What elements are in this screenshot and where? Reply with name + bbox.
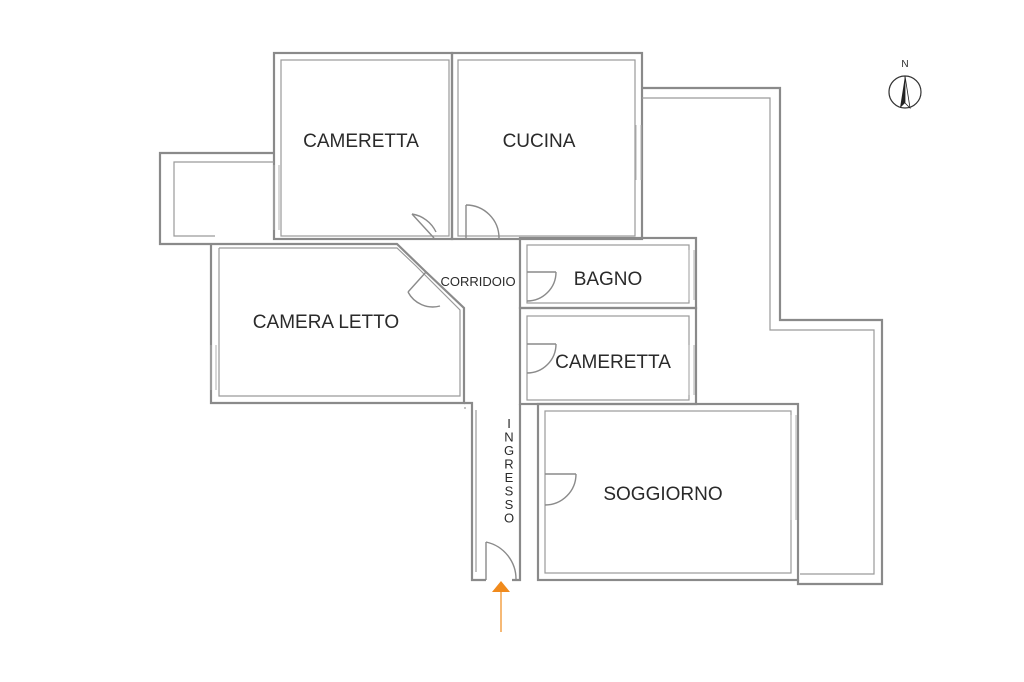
room-label-cameretta-top: CAMERETTA [303, 131, 419, 152]
ingresso-letter: I [507, 416, 511, 431]
wall-ingresso-left [464, 401, 486, 582]
north-arrow-icon: N [888, 59, 922, 110]
ingresso-letter: E [505, 470, 514, 485]
ingresso-letter: G [504, 443, 514, 458]
room-label-corridoio: CORRIDOIO [440, 274, 515, 289]
room-label-soggiorno: SOGGIORNO [603, 484, 722, 505]
ingresso-letter: S [505, 497, 514, 512]
wall-camera-letto [209, 242, 466, 405]
ingresso-letter: R [504, 457, 513, 472]
ingresso-letter: S [505, 484, 514, 499]
wall-soggiorno [536, 402, 800, 582]
doors [407, 204, 577, 581]
room-label-camera-letto: CAMERA LETTO [253, 312, 399, 333]
entrance-arrow-icon [492, 581, 510, 632]
room-label-bagno: BAGNO [574, 269, 643, 290]
windows [210, 125, 797, 520]
room-label-cameretta-right: CAMERETTA [555, 352, 671, 373]
ingresso-letter: N [504, 430, 513, 445]
wall-terrace [642, 86, 884, 586]
room-label-cucina: CUCINA [503, 131, 576, 152]
compass-label: N [901, 59, 908, 70]
ingresso-letter: O [504, 511, 514, 526]
wall-ingresso-right [512, 404, 522, 582]
wall-balcony-left [158, 151, 274, 246]
